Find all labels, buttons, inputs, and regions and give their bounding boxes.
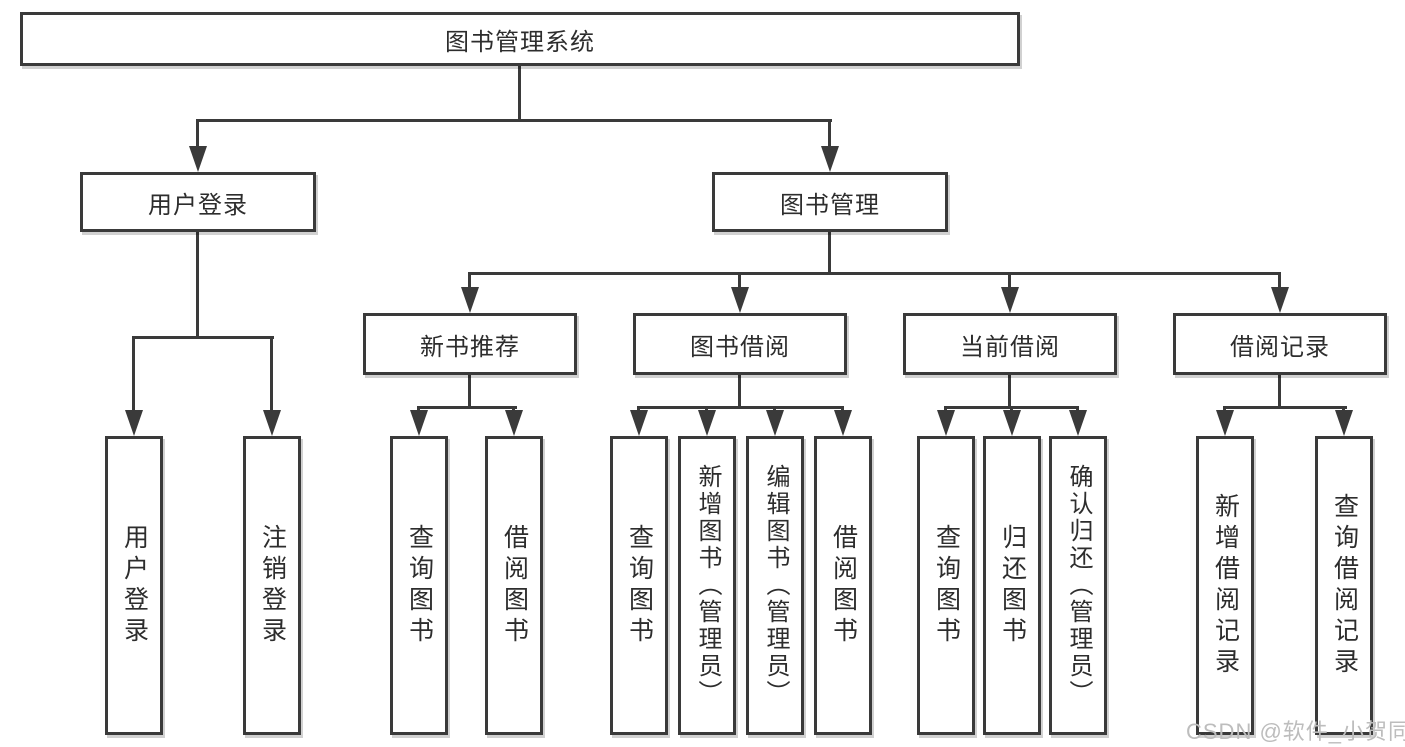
arrow-nb1 — [410, 410, 428, 436]
connector-leaf-login-stub — [132, 336, 135, 412]
leaf-current-return-books: 归还图书 — [983, 436, 1041, 735]
leaf-user-login: 用户登录 — [105, 436, 163, 735]
connector-leaf-logout-stub — [270, 336, 273, 412]
node-user-login-label: 用户登录 — [148, 191, 248, 219]
node-book-management: 图书管理 — [712, 172, 948, 232]
connector-records-down — [1278, 375, 1281, 409]
node-user-login: 用户登录 — [80, 172, 316, 232]
arrow-bb4 — [834, 410, 852, 436]
connector-book-mgmt-stub — [828, 119, 831, 149]
arrow-to-current — [1001, 287, 1019, 313]
leaf-current-query-books: 查询图书 — [917, 436, 975, 735]
leaf-recommend-borrow-books-label: 借阅图书 — [500, 523, 529, 648]
leaf-recommend-query-books: 查询图书 — [390, 436, 448, 735]
connector-user-login-stub — [196, 119, 199, 149]
leaf-borrow-add-books-admin: 新增图书（管理员） — [678, 436, 736, 735]
node-book-borrow-label: 图书借阅 — [690, 333, 790, 361]
connector-borrow-children-hline — [637, 406, 844, 409]
node-root-label: 图书管理系统 — [445, 28, 595, 56]
arrow-bb1 — [630, 410, 648, 436]
leaf-borrow-edit-books-admin-label: 编辑图书（管理员） — [762, 464, 789, 707]
arrow-to-leaf-logout — [263, 410, 281, 436]
leaf-current-return-books-label: 归还图书 — [998, 523, 1027, 648]
leaf-borrow-borrow-books: 借阅图书 — [814, 436, 872, 735]
arrow-nb2 — [505, 410, 523, 436]
arrow-cb1 — [937, 410, 955, 436]
node-current-borrow: 当前借阅 — [903, 313, 1117, 375]
leaf-recommend-borrow-books: 借阅图书 — [485, 436, 543, 735]
csdn-watermark: CSDN @软件_小贺同学 — [1186, 719, 1405, 744]
connector-user-login-down — [196, 232, 199, 339]
connector-current-stub — [1008, 272, 1011, 292]
connector-borrow-down — [738, 375, 741, 409]
connector-borrow-stub — [738, 272, 741, 292]
connector-level2-hline — [196, 119, 832, 122]
connector-records-stub — [1278, 272, 1281, 292]
arrow-to-new-book — [461, 287, 479, 313]
leaf-current-confirm-return-admin-label: 确认归还（管理员） — [1065, 464, 1092, 707]
connector-user-login-children-hline — [132, 336, 274, 339]
leaf-logout-login: 注销登录 — [243, 436, 301, 735]
connector-new-book-children-hline — [417, 406, 517, 409]
node-borrow-records: 借阅记录 — [1173, 313, 1387, 375]
node-new-book-recommend-label: 新书推荐 — [420, 333, 520, 361]
arrow-cb3 — [1069, 410, 1087, 436]
connector-new-book-stub — [468, 272, 471, 292]
leaf-current-confirm-return-admin: 确认归还（管理员） — [1049, 436, 1107, 735]
connector-current-down — [1008, 375, 1011, 409]
leaf-records-add-record-label: 新增借阅记录 — [1211, 492, 1240, 679]
leaf-borrow-borrow-books-label: 借阅图书 — [829, 523, 858, 648]
node-borrow-records-label: 借阅记录 — [1230, 333, 1330, 361]
connector-book-mgmt-down — [828, 232, 831, 275]
leaf-recommend-query-books-label: 查询图书 — [405, 523, 434, 648]
node-current-borrow-label: 当前借阅 — [960, 333, 1060, 361]
arrow-to-borrow — [731, 287, 749, 313]
arrow-bb2 — [698, 410, 716, 436]
arrow-to-leaf-login — [125, 410, 143, 436]
leaf-records-query-record: 查询借阅记录 — [1315, 436, 1373, 735]
leaf-records-add-record: 新增借阅记录 — [1196, 436, 1254, 735]
arrow-to-records — [1271, 287, 1289, 313]
leaf-borrow-query-books-label: 查询图书 — [625, 523, 654, 648]
leaf-borrow-query-books: 查询图书 — [610, 436, 668, 735]
arrow-to-book-mgmt — [821, 146, 839, 172]
arrow-br2 — [1335, 410, 1353, 436]
leaf-borrow-edit-books-admin: 编辑图书（管理员） — [746, 436, 804, 735]
node-root: 图书管理系统 — [20, 12, 1020, 66]
leaf-current-query-books-label: 查询图书 — [932, 523, 961, 648]
arrow-bb3 — [766, 410, 784, 436]
node-book-management-label: 图书管理 — [780, 191, 880, 219]
arrow-cb2 — [1003, 410, 1021, 436]
leaf-user-login-label: 用户登录 — [120, 523, 149, 648]
leaf-logout-login-label: 注销登录 — [258, 523, 287, 648]
connector-root-vline — [518, 66, 521, 122]
connector-level3-hline — [468, 272, 1281, 275]
leaf-records-query-record-label: 查询借阅记录 — [1330, 492, 1359, 679]
node-book-borrow: 图书借阅 — [633, 313, 847, 375]
connector-records-children-hline — [1223, 406, 1347, 409]
arrow-to-user-login — [189, 146, 207, 172]
arrow-br1 — [1216, 410, 1234, 436]
leaf-borrow-add-books-admin-label: 新增图书（管理员） — [694, 464, 721, 707]
node-new-book-recommend: 新书推荐 — [363, 313, 577, 375]
connector-new-book-down — [468, 375, 471, 409]
